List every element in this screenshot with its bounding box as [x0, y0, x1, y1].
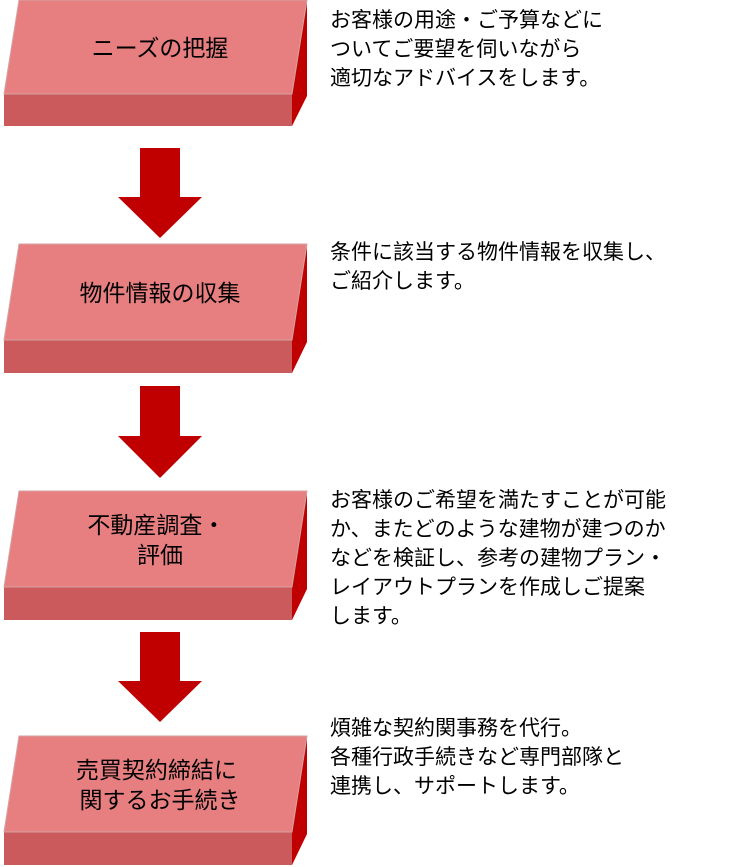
- step-box-2-face: [3, 243, 308, 341]
- step-box-3-side: [292, 491, 307, 620]
- step-box-3-face: [3, 490, 308, 588]
- step-title-4-line-2: 関するお手続き: [80, 788, 241, 814]
- flow-arrow-1: [118, 148, 202, 238]
- step-description-1-line-2: ついてご要望を伺いながら: [330, 37, 582, 61]
- flow-arrow-3: [118, 632, 202, 722]
- step-box-4-bottom: [4, 832, 292, 865]
- step-description-1-line-1: お客様の用途・ご予算などに: [330, 8, 603, 32]
- step-title-2-line-1: 物件情報の収集: [80, 281, 241, 307]
- step-box-1-side: [292, 0, 307, 126]
- step-title-3-line-2: 評価: [137, 543, 183, 569]
- step-description-3-line-4: レイアウトプランを作成しご提案: [330, 575, 645, 599]
- step-description-4: 煩雑な契約関事務を代行。 各種行政手続きなど専門部隊と 連携し、サポートします。: [330, 714, 730, 801]
- step-box-1-bottom: [4, 94, 292, 126]
- step-box-2: 物件情報の収集: [3, 243, 308, 373]
- step-box-4: 売買契約締結に 関するお手続き: [3, 735, 308, 865]
- step-title-3: 不動産調査・ 評価: [87, 513, 232, 569]
- step-title-1-line-1: ニーズの把握: [92, 36, 229, 62]
- step-title-3-line-1: 不動産調査・: [87, 513, 225, 539]
- step-box-1-face: [3, 0, 308, 95]
- step-box-3-bottom: [4, 587, 292, 620]
- step-description-3: お客様のご希望を満たすことが可能 か、またどのような建物が建つのか などを検証し…: [330, 486, 730, 631]
- step-box-4-face: [3, 735, 308, 833]
- step-description-4-line-2: 各種行政手続きなど専門部隊と: [330, 745, 624, 769]
- step-box-2-side: [292, 244, 307, 373]
- step-title-4: 売買契約締結に 関するお手続き: [76, 758, 244, 814]
- step-description-4-line-1: 煩雑な契約関事務を代行。: [330, 716, 582, 740]
- step-description-4-line-3: 連携し、サポートします。: [330, 774, 580, 798]
- step-description-1: お客様の用途・ご予算などに ついてご要望を伺いながら 適切なアドバイスをします。: [330, 6, 730, 93]
- step-description-3-line-1: お客様のご希望を満たすことが可能: [330, 488, 666, 512]
- step-description-1-line-3: 適切なアドバイスをします。: [330, 66, 601, 90]
- step-description-2: 条件に該当する物件情報を収集し、 ご紹介します。: [330, 238, 730, 296]
- flow-arrow-2: [118, 386, 202, 478]
- step-description-3-line-2: か、またどのような建物が建つのか: [330, 517, 666, 541]
- step-description-2-line-2: ご紹介します。: [330, 269, 475, 293]
- step-description-3-line-3: などを検証し、参考の建物プラン・: [330, 546, 666, 570]
- step-box-4-side: [292, 736, 307, 865]
- step-title-2: 物件情報の収集: [80, 281, 241, 307]
- step-box-2-bottom: [4, 340, 292, 373]
- step-description-3-line-5: します。: [330, 604, 412, 628]
- step-title-1: ニーズの把握: [92, 36, 229, 62]
- step-box-3: 不動産調査・ 評価: [3, 490, 308, 620]
- step-box-1: ニーズの把握: [3, 0, 308, 126]
- step-description-2-line-1: 条件に該当する物件情報を収集し、: [330, 240, 666, 264]
- step-title-4-line-1: 売買契約締結に: [76, 758, 237, 784]
